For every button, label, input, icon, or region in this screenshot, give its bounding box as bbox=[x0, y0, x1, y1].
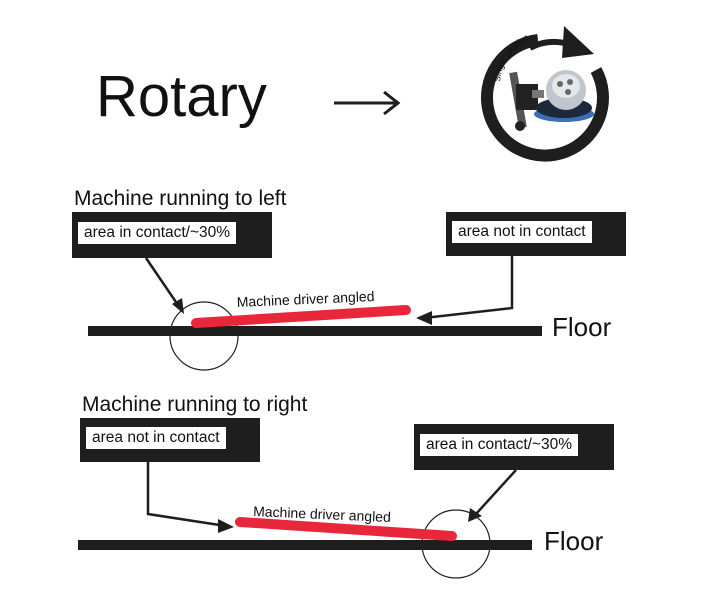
rotation-arrow-icon bbox=[481, 26, 609, 162]
right-contact-circle bbox=[421, 509, 491, 579]
right-arrow-icon bbox=[334, 90, 401, 116]
left-contact-callout: area in contact/~30% bbox=[72, 212, 272, 258]
floor-machine-icon bbox=[509, 70, 594, 131]
left-no-contact-callout: area not in contact bbox=[446, 212, 626, 256]
right-contact-callout: area in contact/~30% bbox=[414, 424, 614, 470]
right-floor-label: Floor bbox=[544, 526, 604, 556]
right-contact-label: area in contact/~30% bbox=[420, 434, 579, 456]
right-driver-bar bbox=[235, 517, 457, 541]
left-contact-circle bbox=[169, 301, 239, 371]
right-contact-leader bbox=[475, 469, 517, 515]
left-no-contact-leader bbox=[423, 256, 514, 320]
right-floor-line bbox=[78, 540, 532, 550]
left-driver-bar bbox=[191, 305, 411, 328]
right-driver-label: Machine driver angled bbox=[253, 503, 391, 525]
right-no-contact-arrowhead-icon bbox=[218, 519, 234, 533]
left-driver-label: Machine driver angled bbox=[236, 288, 374, 310]
right-no-contact-leader bbox=[146, 462, 227, 528]
left-contact-leader bbox=[144, 257, 182, 309]
left-floor-label: Floor bbox=[552, 312, 612, 342]
left-contact-arrowhead-icon bbox=[172, 298, 184, 314]
right-no-contact-callout: area not in contact bbox=[80, 418, 260, 462]
right-contact-arrowhead-icon bbox=[468, 508, 482, 522]
rotation-badge: Single rotation bbox=[470, 12, 630, 172]
right-panel-heading: Machine running to right bbox=[82, 393, 308, 416]
diagram-title: Rotary bbox=[96, 64, 267, 129]
right-no-contact-label: area not in contact bbox=[86, 427, 226, 449]
left-no-contact-label: area not in contact bbox=[452, 221, 592, 243]
left-no-contact-arrowhead-icon bbox=[416, 311, 432, 325]
left-panel-heading: Machine running to left bbox=[74, 187, 287, 210]
left-contact-label: area in contact/~30% bbox=[78, 222, 237, 244]
left-floor-line bbox=[88, 326, 542, 336]
